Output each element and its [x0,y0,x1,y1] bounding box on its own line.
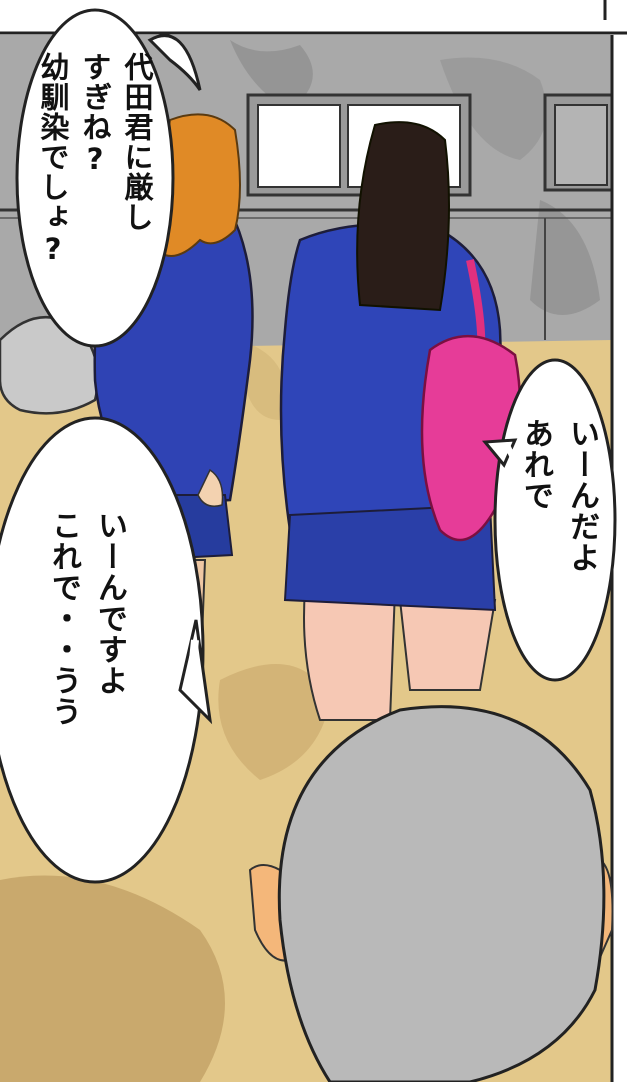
speech-text-2: いーんだよ あれで [512,418,604,573]
speech-line: すぎね? [78,52,112,177]
speech-bubble-1 [15,8,202,348]
speech-text-3: いーんですよ これで・・うう [40,510,132,727]
speech-line: あれで [518,418,553,511]
speech-bubble-2 [481,358,617,682]
speech-line: これで・・うう [46,510,81,727]
speech-text-1: 代田君に厳し すぎね? 幼馴染でしょ? [32,52,158,267]
speech-line: 幼馴染でしょ? [36,52,70,267]
speech-line: 代田君に厳し [120,52,154,232]
speech-bubble-3 [0,416,213,884]
speech-line: いーんだよ [564,418,599,573]
speech-line: いーんですよ [92,510,127,696]
bald-man [248,705,614,1082]
